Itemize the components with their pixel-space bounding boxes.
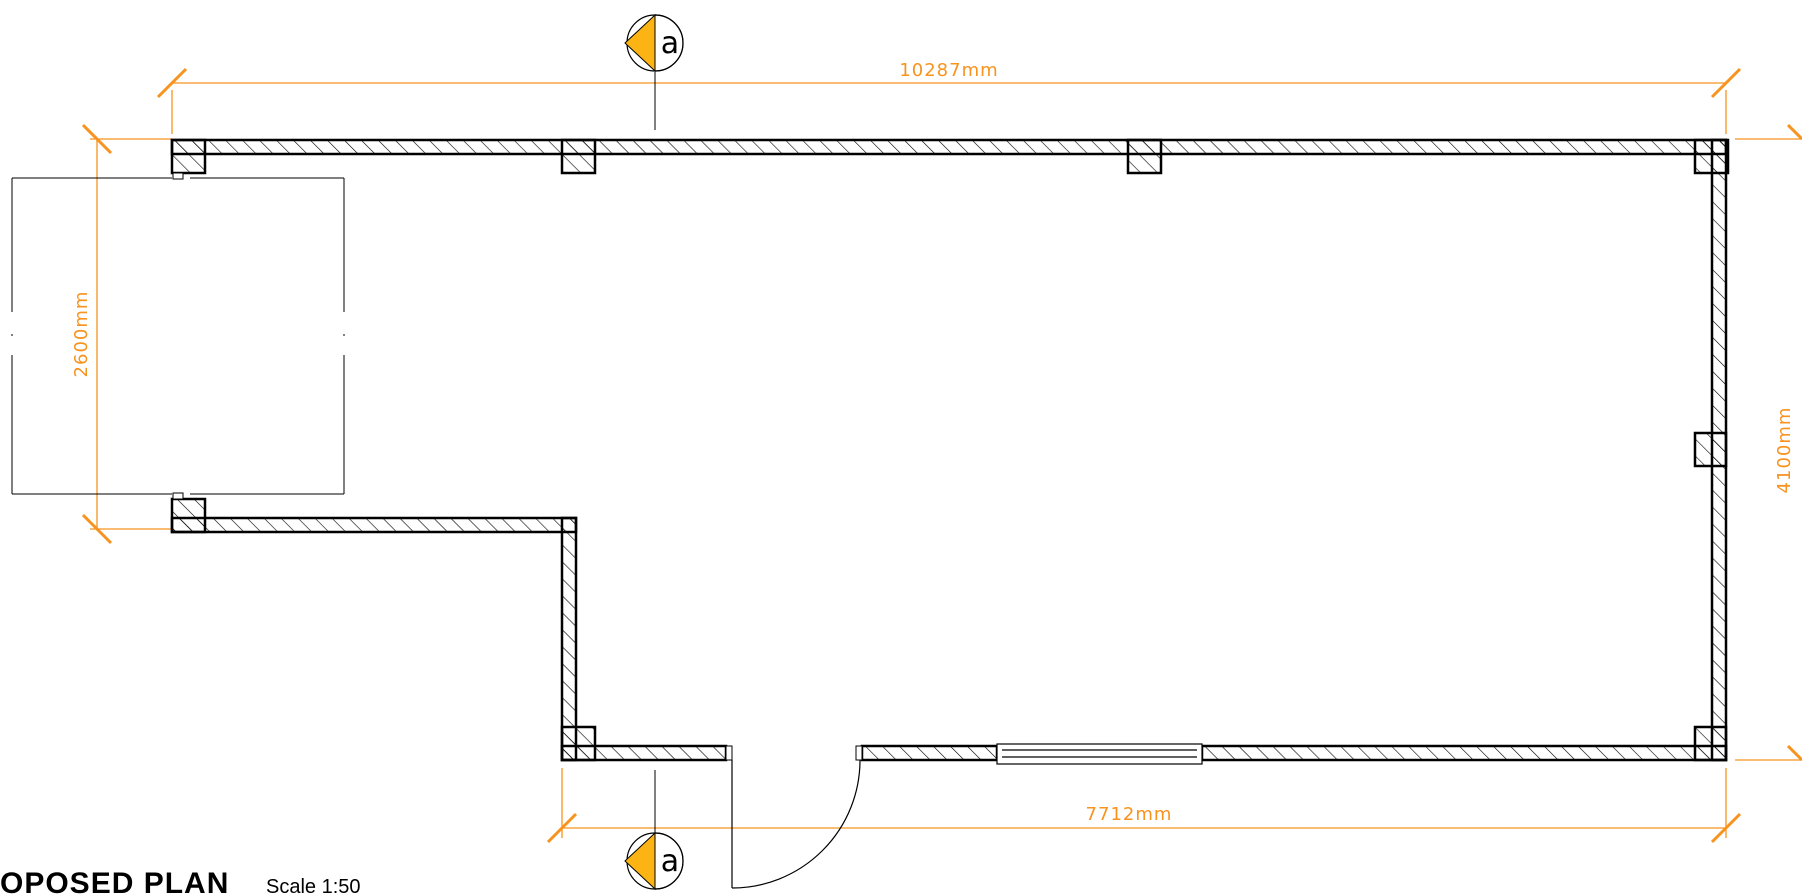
dimension-bottom bbox=[546, 768, 1742, 844]
left-opening-outline bbox=[11, 177, 345, 495]
wall-end-caps bbox=[172, 172, 863, 761]
door bbox=[731, 759, 861, 889]
section-marker-bottom bbox=[624, 831, 684, 891]
window bbox=[996, 743, 1203, 765]
dimension-left-label: 2600mm bbox=[71, 291, 92, 378]
dimension-top-label: 10287mm bbox=[899, 60, 998, 81]
dimension-bottom-label: 7712mm bbox=[1086, 804, 1173, 825]
walls bbox=[170, 138, 1728, 762]
posts bbox=[170, 138, 1730, 762]
dimension-right bbox=[1735, 123, 1802, 762]
section-marker-top bbox=[624, 13, 684, 73]
drawing-scale: Scale 1:50 bbox=[266, 876, 361, 895]
dimension-left bbox=[81, 123, 172, 545]
dimension-right-label: 4100mm bbox=[1774, 407, 1795, 494]
section-marker-bottom-label: a bbox=[661, 844, 679, 879]
drawing-title: OPOSED PLAN bbox=[0, 867, 229, 895]
dimension-top bbox=[156, 67, 1742, 134]
section-marker-top-label: a bbox=[661, 26, 679, 61]
